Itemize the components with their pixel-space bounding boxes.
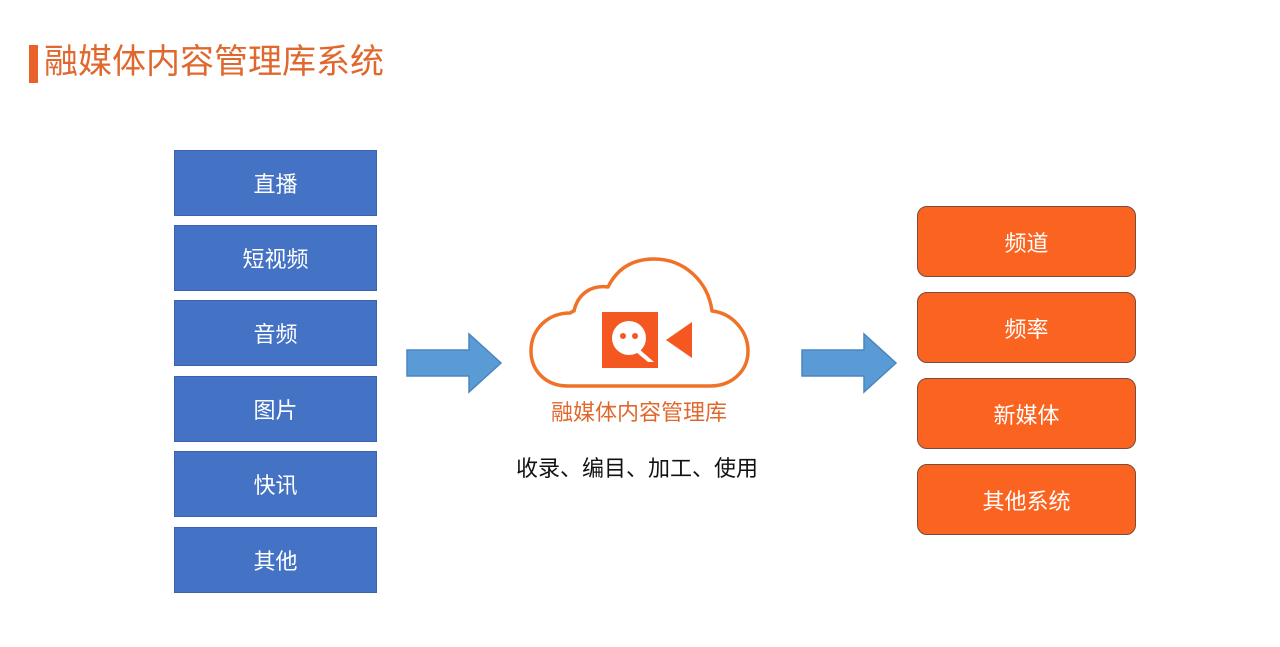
center-caption: 收录、编目、加工、使用: [515, 457, 758, 482]
source-item-flash-news: 快讯: [174, 451, 377, 517]
q-video-camera-icon: [602, 312, 692, 368]
arrow-right-icon: [406, 332, 503, 394]
center-label: 融媒体内容管理库: [550, 401, 727, 426]
title-accent-bar: [29, 45, 38, 83]
source-item-image: 图片: [174, 376, 377, 442]
cloud-logo: [526, 255, 752, 391]
source-item-live: 直播: [174, 150, 377, 216]
source-item-short-video: 短视频: [174, 225, 377, 291]
page-title: 融媒体内容管理库系统: [44, 42, 384, 82]
target-item-frequency: 频率: [917, 292, 1136, 363]
source-item-audio: 音频: [174, 300, 377, 366]
target-item-new-media: 新媒体: [917, 378, 1136, 449]
source-item-other: 其他: [174, 527, 377, 593]
target-item-channel: 频道: [917, 206, 1136, 277]
arrow-right-icon: [801, 332, 898, 394]
target-item-other-systems: 其他系统: [917, 464, 1136, 535]
